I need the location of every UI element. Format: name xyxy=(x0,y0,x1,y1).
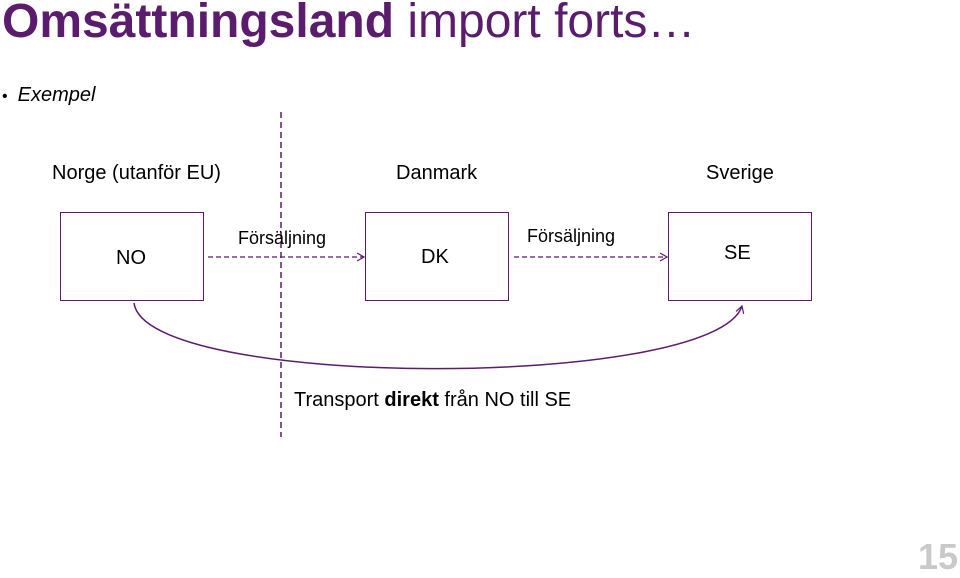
title-bold: Omsättningsland xyxy=(2,0,395,48)
slide-number: 15 xyxy=(918,536,959,577)
caption-bold: direkt xyxy=(384,389,439,411)
sale-label-dk-se: Försäljning xyxy=(527,226,616,246)
country-norway: Norge (utanför EU) xyxy=(52,162,221,184)
caption-suffix: från NO till SE xyxy=(438,389,572,411)
bullet-text: Exempel xyxy=(17,84,96,106)
sale-label-no-dk: Försäljning xyxy=(238,228,327,248)
box-no-label: NO xyxy=(116,247,146,269)
title-rest: import forts… xyxy=(394,0,696,48)
box-no xyxy=(60,212,204,301)
bullet-item: • Exempel xyxy=(2,84,95,107)
country-denmark: Danmark xyxy=(396,162,478,184)
box-dk-label: DK xyxy=(421,246,449,268)
transport-caption: Transport direkt från NO till SE xyxy=(294,389,571,412)
country-sweden: Sverige xyxy=(706,162,774,184)
transport-arc xyxy=(133,302,745,370)
bullet-marker: • xyxy=(2,88,8,105)
caption-prefix: Transport xyxy=(294,389,385,411)
box-se xyxy=(668,212,812,301)
slide-title: Omsättningsland import forts… xyxy=(2,0,695,52)
box-dk xyxy=(365,212,509,301)
box-se-label: SE xyxy=(724,242,751,264)
